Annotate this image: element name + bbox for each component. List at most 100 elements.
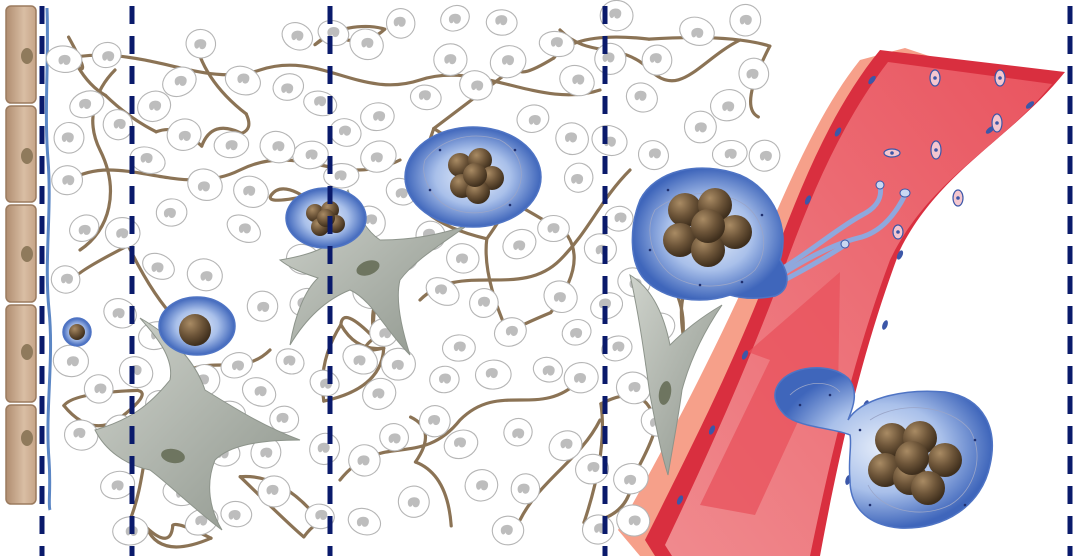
- stromal-cell: [530, 354, 565, 385]
- stromal-cell: [442, 334, 476, 362]
- stromal-cell: [588, 121, 631, 160]
- tumor-cluster: [632, 168, 787, 300]
- cell-nucleus-icon: [543, 366, 555, 376]
- cell-nucleus-icon: [179, 131, 191, 141]
- cell-nucleus-icon: [394, 17, 406, 27]
- cell-nucleus-icon: [152, 262, 164, 272]
- cell-nucleus-icon: [615, 213, 627, 223]
- cell-nucleus-icon: [435, 284, 447, 294]
- stromal-cell: [583, 232, 619, 265]
- cell-nucleus-icon: [198, 181, 210, 191]
- stromal-cell: [99, 293, 142, 333]
- cell-nucleus-icon: [335, 170, 347, 180]
- cell-nucleus-icon: [650, 53, 662, 63]
- cell-nucleus-icon: [371, 152, 383, 162]
- stromal-cell: [737, 56, 771, 91]
- cell-nucleus-icon: [501, 525, 513, 535]
- tumor-cell-icon: [179, 314, 211, 346]
- cell-nucleus-icon: [428, 415, 440, 425]
- stromal-cell: [345, 441, 383, 479]
- cell-nucleus-icon: [372, 388, 384, 398]
- cell-nucleus-icon: [518, 484, 530, 494]
- cell-nucleus-icon: [725, 149, 737, 159]
- cell-nucleus-icon: [114, 119, 126, 129]
- stromal-cell: [344, 504, 384, 539]
- stromal-cell: [728, 2, 763, 38]
- cell-nucleus-icon: [471, 81, 483, 91]
- stromal-cell: [315, 17, 352, 50]
- tumor-cluster: [286, 188, 366, 248]
- stromal-cell: [305, 428, 345, 469]
- cell-nucleus-icon: [649, 148, 661, 158]
- stromal-cell: [219, 500, 253, 529]
- stromal-cell: [711, 139, 749, 169]
- cell-nucleus-icon: [561, 439, 573, 449]
- cell-nucleus-icon: [574, 373, 586, 383]
- cell-nucleus-icon: [61, 274, 73, 284]
- stromal-cell: [510, 473, 540, 505]
- cell-nucleus-icon: [226, 140, 238, 150]
- cell-nucleus-icon: [565, 132, 577, 142]
- cell-nucleus-icon: [260, 448, 272, 458]
- stromal-cell: [486, 9, 518, 36]
- stromal-cell: [460, 465, 502, 507]
- stromal-cell: [514, 102, 552, 136]
- tumor-cluster: [405, 127, 541, 227]
- stromal-cell: [603, 205, 634, 233]
- tumor-cell-icon: [69, 324, 85, 340]
- cell-nucleus-icon: [747, 69, 759, 79]
- stromal-cell: [90, 40, 123, 70]
- cell-nucleus-icon: [554, 292, 566, 302]
- cell-nucleus-icon: [79, 225, 91, 235]
- stromal-cell: [444, 241, 481, 275]
- stromal-cell: [560, 159, 598, 197]
- stromal-cell: [359, 101, 396, 133]
- collagen-fiber: [341, 318, 374, 338]
- cell-nucleus-icon: [512, 428, 524, 438]
- cell-nucleus-icon: [315, 510, 327, 520]
- cell-nucleus-icon: [476, 480, 488, 490]
- basement-membrane: [46, 8, 50, 510]
- cell-nucleus-icon: [551, 37, 563, 47]
- cell-nucleus-icon: [548, 223, 560, 233]
- cell-nucleus-icon: [102, 51, 114, 61]
- cell-nucleus-icon: [229, 510, 241, 520]
- cell-nucleus-icon: [486, 368, 498, 378]
- cell-nucleus-icon: [116, 228, 128, 238]
- stromal-cell: [164, 115, 205, 154]
- stromal-cell: [155, 198, 188, 228]
- cell-nucleus-icon: [572, 75, 584, 85]
- stromal-cell: [213, 130, 250, 159]
- cell-nucleus-icon: [624, 475, 636, 485]
- cell-nucleus-icon: [62, 175, 74, 185]
- cell-nucleus-icon: [164, 208, 176, 218]
- stromal-cell: [258, 476, 290, 507]
- cell-nucleus-icon: [361, 38, 373, 48]
- cell-nucleus-icon: [695, 122, 707, 132]
- stromal-cell: [415, 401, 454, 441]
- cell-nucleus-icon: [740, 15, 752, 25]
- stromal-cell: [475, 359, 512, 390]
- cell-nucleus-icon: [419, 90, 431, 100]
- stromal-cell: [498, 224, 541, 264]
- cell-nucleus-icon: [449, 14, 461, 24]
- cell-nucleus-icon: [272, 141, 284, 151]
- cell-nucleus-icon: [722, 101, 734, 111]
- stromal-cell: [246, 289, 280, 323]
- stromal-cell: [537, 29, 575, 59]
- epithelial-cell: [6, 205, 36, 302]
- stromal-cell: [621, 78, 662, 118]
- cell-nucleus-icon: [306, 150, 318, 160]
- cell-nucleus-icon: [112, 480, 124, 490]
- cell-nucleus-icon: [62, 132, 74, 142]
- cell-nucleus-icon: [239, 223, 251, 233]
- stromal-cell: [683, 110, 717, 144]
- stromal-cell: [183, 254, 227, 295]
- stromal-cell: [490, 313, 531, 351]
- cell-nucleus-icon: [454, 342, 466, 352]
- stromal-cell: [456, 66, 497, 104]
- cell-nucleus-icon: [255, 386, 267, 396]
- cell-nucleus-icon: [612, 342, 624, 352]
- cell-nucleus-icon: [444, 54, 456, 64]
- cell-nucleus-icon: [456, 254, 468, 264]
